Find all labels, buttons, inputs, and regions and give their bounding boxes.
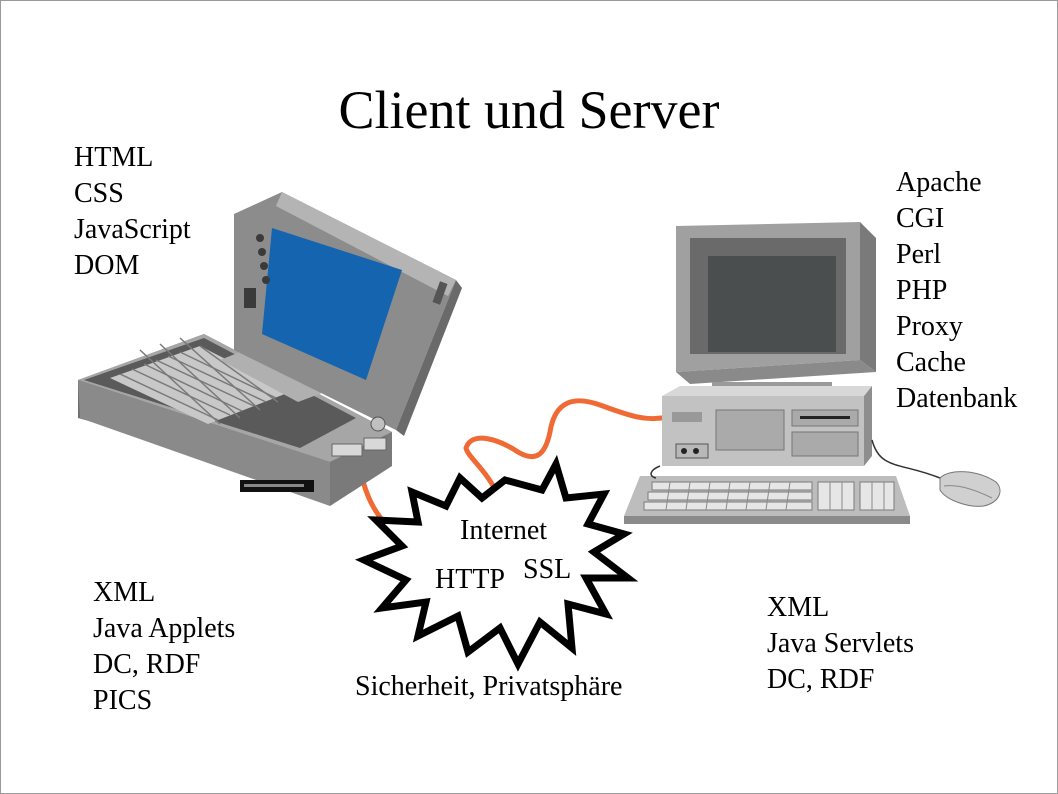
client-extensions-list: XML Java Applets DC, RDF PICS — [93, 575, 235, 719]
desktop-computer-icon — [624, 222, 1001, 524]
list-item: XML — [93, 577, 156, 608]
security-caption: Sicherheit, Privatsphäre — [355, 671, 623, 702]
list-item: Datenbank — [896, 383, 1018, 414]
mouse-icon — [939, 471, 1001, 507]
server-technologies-list: Apache CGI Perl PHP Proxy Cache Datenban… — [896, 165, 1017, 417]
laptop-icon — [78, 192, 462, 506]
list-item: Cache — [896, 347, 966, 378]
internet-burst-icon — [354, 454, 639, 672]
list-item: PHP — [896, 275, 948, 306]
list-item: DC, RDF — [767, 664, 875, 695]
slide-title: Client und Server — [338, 80, 720, 140]
http-label: HTTP — [435, 564, 505, 595]
list-item: Perl — [896, 239, 942, 270]
mouse-cord — [871, 439, 941, 479]
list-item: Java Applets — [93, 613, 236, 644]
list-item: CSS — [74, 178, 124, 209]
list-item: CGI — [896, 203, 945, 234]
list-item: HTML — [74, 142, 154, 173]
list-item: XML — [767, 592, 830, 623]
ssl-label: SSL — [523, 554, 572, 585]
client-technologies-list: HTML CSS JavaScript DOM — [74, 140, 191, 284]
list-item: Java Servlets — [767, 628, 914, 659]
internet-label: Internet — [460, 515, 548, 546]
list-item: Apache — [896, 167, 982, 198]
list-item: DC, RDF — [93, 649, 201, 680]
list-item: JavaScript — [74, 214, 191, 245]
server-extensions-list: XML Java Servlets DC, RDF — [767, 590, 914, 698]
list-item: PICS — [93, 685, 153, 716]
list-item: Proxy — [896, 311, 963, 342]
list-item: DOM — [74, 250, 140, 281]
